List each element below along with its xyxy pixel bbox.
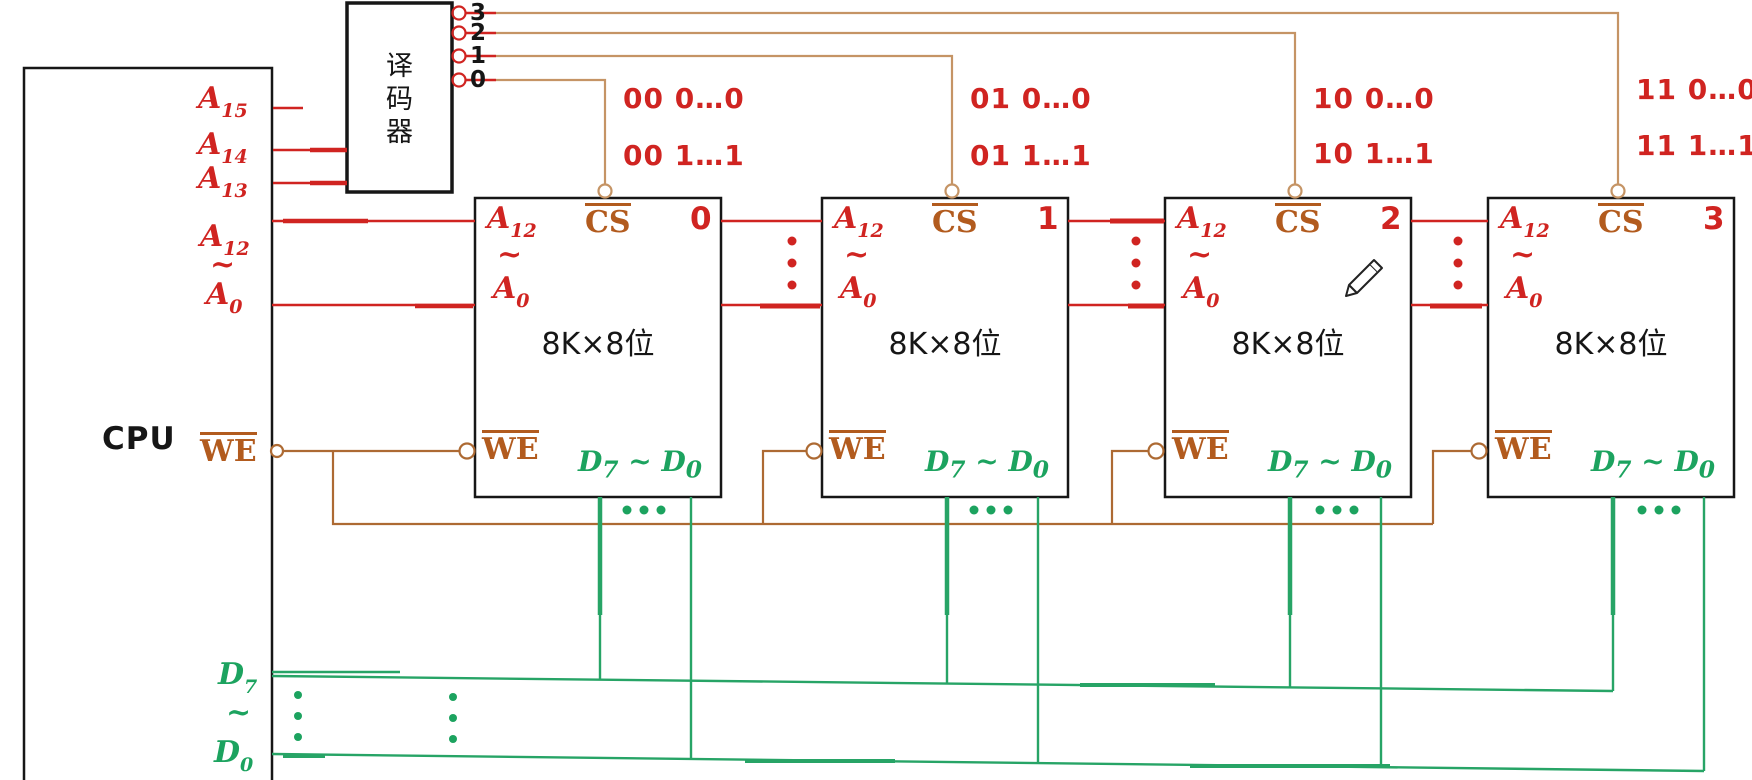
decoder-output-bubble-0	[451, 72, 467, 88]
chip-select-lines	[496, 11, 1626, 199]
chip1-range-low: 01 0…0	[970, 82, 1092, 115]
cs-line-chip0	[496, 78, 607, 184]
chip0-pin-a0: A0	[493, 271, 530, 312]
chip3-pin-a12: A12	[1500, 201, 1550, 242]
chip0-data-pins: D7 ~ D0	[578, 445, 702, 484]
cpu-pin-a14: A14	[198, 127, 248, 168]
d0-bus	[271, 752, 1705, 773]
cpu-label: CPU	[102, 421, 176, 457]
cpu-pin-d0: D0	[214, 735, 254, 776]
chip0-number: 0	[690, 201, 712, 237]
decoder-box	[345, 1, 454, 194]
cpu-pin-a15: A15	[198, 81, 248, 122]
cs-bubble-chip3	[1610, 183, 1626, 199]
cpu-data-tilde: ~	[226, 695, 252, 730]
we-bubble-chip2	[1147, 442, 1165, 460]
cs-bubble-chip0	[597, 183, 613, 199]
chip2-capacity: 8K×8位	[1231, 327, 1345, 362]
d7-bus	[271, 674, 1614, 693]
chip1-pin-a0: A0	[840, 271, 877, 312]
chip-box-3	[1486, 196, 1736, 499]
we-bubble-chip3	[1470, 442, 1488, 460]
decoder-output-bubble-3	[451, 5, 467, 21]
address-lines	[272, 5, 1488, 309]
chip0-pin-a12: A12	[487, 201, 537, 242]
chip2-pin-a12: A12	[1177, 201, 1227, 242]
chip3-range-low: 11 0…0	[1636, 73, 1752, 106]
chip1-pin-we: WE	[829, 430, 886, 467]
cs-line-chip2	[496, 31, 1297, 184]
chip2-tilde: ~	[1187, 237, 1213, 272]
we-bubble-cpu	[269, 443, 285, 459]
chip3-tilde: ~	[1510, 237, 1536, 272]
chip3-number: 3	[1703, 201, 1725, 237]
chip3-range-high: 11 1…1	[1636, 129, 1752, 162]
pencil-cursor-icon	[1345, 259, 1383, 297]
we-bus	[331, 451, 1433, 526]
chip1-pin-cs: CS	[932, 203, 978, 240]
data-ellipsis-dots	[294, 505, 1681, 743]
decoder-output-bubble-1	[451, 48, 467, 64]
chip-box-1	[820, 196, 1070, 499]
chip0-range-low: 00 0…0	[623, 82, 745, 115]
decoder-output-label-3: 3	[470, 0, 487, 26]
chip3-capacity: 8K×8位	[1554, 327, 1668, 362]
chip3-data-pins: D7 ~ D0	[1591, 445, 1715, 484]
write-enable-net	[269, 442, 1488, 526]
data-bus-lines	[271, 497, 1706, 773]
we-riser-chip3	[1431, 449, 1471, 524]
chip1-number: 1	[1037, 201, 1059, 237]
cpu-pin-d7: D7	[218, 657, 258, 698]
cs-line-chip3	[496, 11, 1620, 184]
decoder-output-bubble-2	[451, 25, 467, 41]
chip2-range-low: 10 0…0	[1313, 82, 1435, 115]
chip0-tilde: ~	[497, 237, 523, 272]
cpu-pin-a12: A12	[200, 219, 250, 260]
we-bubble-chip0	[458, 442, 476, 460]
address-ellipsis-dots	[787, 236, 1463, 290]
chip0-range-high: 00 1…1	[623, 139, 745, 172]
cpu-addr-tilde: ~	[210, 247, 236, 282]
chip2-data-pins: D7 ~ D0	[1268, 445, 1392, 484]
cs-bubble-chip1	[944, 183, 960, 199]
chip2-number: 2	[1380, 201, 1402, 237]
decoder-title: 译 码 器	[386, 51, 413, 148]
chip2-pin-a0: A0	[1183, 271, 1220, 312]
chip1-pin-a12: A12	[834, 201, 884, 242]
cpu-pin-a0: A0	[206, 277, 243, 318]
cs-bubble-chip2	[1287, 183, 1303, 199]
we-riser-chip1	[761, 449, 806, 524]
chip1-capacity: 8K×8位	[888, 327, 1002, 362]
cpu-box	[22, 66, 274, 780]
we-bubble-chip1	[805, 442, 823, 460]
decoder-output-label-2: 2	[470, 20, 487, 46]
chip1-tilde: ~	[844, 237, 870, 272]
chip0-pin-we: WE	[482, 430, 539, 467]
chip3-pin-we: WE	[1495, 430, 1552, 467]
cpu-pin-we: WE	[200, 432, 257, 469]
chip0-pin-cs: CS	[585, 203, 631, 240]
decoder-output-label-0: 0	[470, 67, 487, 93]
chip-box-2	[1163, 196, 1413, 499]
cpu-pin-a13: A13	[198, 161, 248, 202]
chip2-pin-we: WE	[1172, 430, 1229, 467]
chip3-pin-cs: CS	[1598, 203, 1644, 240]
chip2-range-high: 10 1…1	[1313, 137, 1435, 170]
chip2-pin-cs: CS	[1275, 203, 1321, 240]
component-boxes	[22, 1, 1736, 780]
chip0-capacity: 8K×8位	[541, 327, 655, 362]
cs-line-chip1	[496, 54, 954, 184]
chip1-range-high: 01 1…1	[970, 139, 1092, 172]
we-riser-chip2	[1110, 449, 1148, 524]
chip1-data-pins: D7 ~ D0	[925, 445, 1049, 484]
decoder-output-label-1: 1	[470, 43, 487, 69]
chip3-pin-a0: A0	[1506, 271, 1543, 312]
